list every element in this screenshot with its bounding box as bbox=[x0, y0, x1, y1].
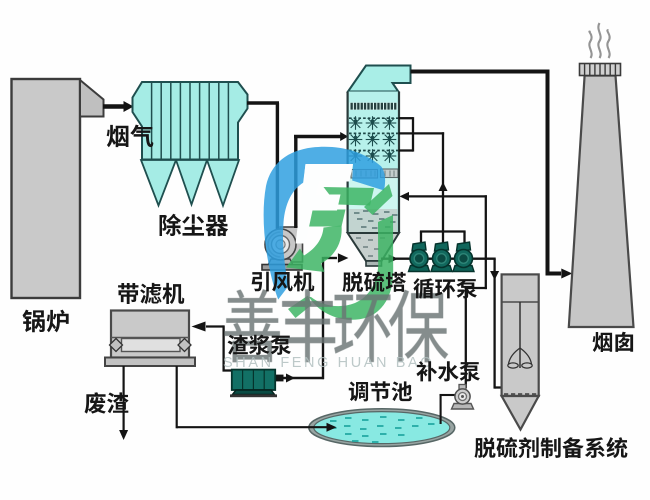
svg-text:SHAN FENG HUAN BAO: SHAN FENG HUAN BAO bbox=[223, 355, 434, 371]
